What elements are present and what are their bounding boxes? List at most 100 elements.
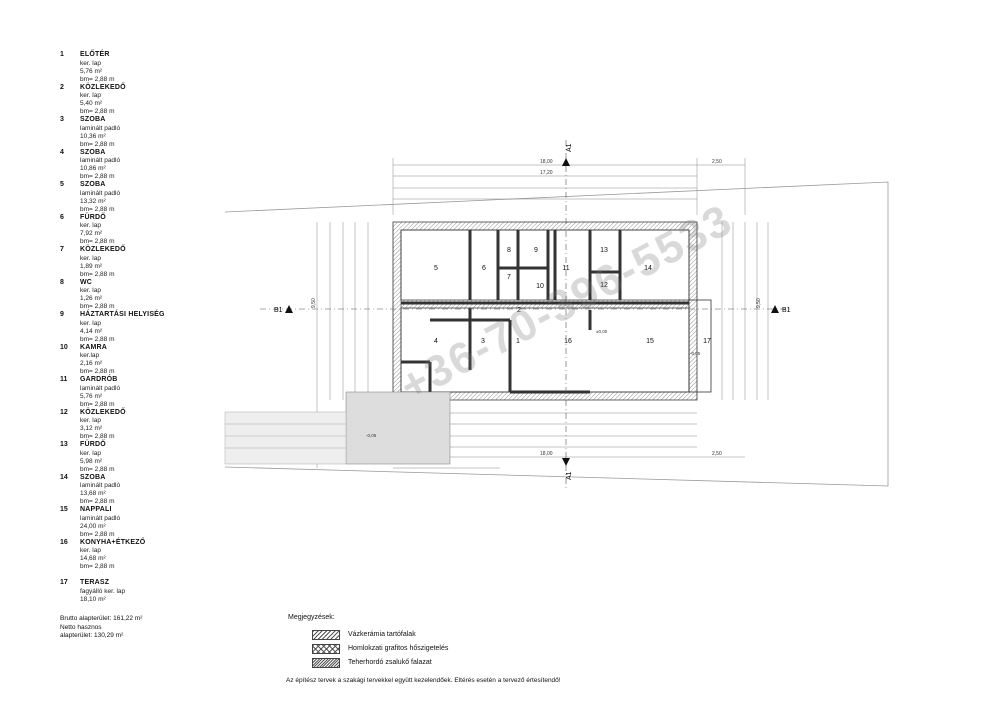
notes-title: Megjegyzések: xyxy=(288,614,335,621)
room-name: SZOBA xyxy=(80,148,106,156)
level-terrace-mark: -0,05 xyxy=(366,433,377,438)
room-number: 8 xyxy=(60,278,64,286)
room-numbers: 5 6 8 9 7 10 11 13 12 14 4 3 2 1 16 15 1… xyxy=(434,247,711,345)
room-floor: ker. lap xyxy=(80,222,101,229)
entry-platform xyxy=(224,391,451,465)
room-height: bm= 2,88 m xyxy=(80,173,115,180)
room-height: bm= 2,88 m xyxy=(80,238,115,245)
room-number-10: 10 xyxy=(536,283,544,290)
netto-area-value: alapterület: 130,29 m² xyxy=(60,632,124,639)
room-height: bm= 2,88 m xyxy=(80,433,115,440)
room-floor: ker. lap xyxy=(80,417,101,424)
room-area: 5,76 m² xyxy=(80,392,103,400)
room-floor: ker. lap xyxy=(80,287,101,294)
room-number: 16 xyxy=(60,538,68,546)
room-name: TERASZ xyxy=(80,579,110,586)
room-height: bm= 2,88 m xyxy=(80,108,115,115)
dimension-labels: 18,00 2,50 17,20 18,00 2,50 9,50 9,50 xyxy=(311,159,762,457)
room-name: SZOBA xyxy=(80,473,106,481)
room-floor: laminált padló xyxy=(80,482,121,489)
room-floor: laminált padló xyxy=(80,384,121,392)
section-arrow-icon xyxy=(285,305,293,313)
room-number-16: 16 xyxy=(564,338,572,345)
hatch-swatch-icon xyxy=(312,629,340,640)
room-area: 13,68 m² xyxy=(80,490,106,497)
room-floor: ker. lap xyxy=(80,59,101,67)
room-height: bm= 2,88 m xyxy=(80,563,115,570)
room-number: 14 xyxy=(60,473,68,481)
terrace-width-label: 2,50 xyxy=(712,159,722,165)
room-area: 14,68 m² xyxy=(80,555,106,562)
section-a-bottom-label: A1 xyxy=(566,471,573,480)
dimension-lines-top xyxy=(392,158,746,215)
room-name: FÜRDŐ xyxy=(80,213,106,221)
room-floor: ker. lap xyxy=(80,92,101,99)
room-area: 18,10 m² xyxy=(80,595,106,603)
building-walls xyxy=(392,221,712,401)
room-floor: laminált padló xyxy=(80,514,121,522)
room-height: bm= 2,88 m xyxy=(80,400,115,408)
room-number: 3 xyxy=(60,116,64,123)
room-height: bm= 2,88 m xyxy=(80,530,115,538)
room-floor: ker.lap xyxy=(80,352,100,359)
room-number: 12 xyxy=(60,408,68,416)
notes-legend: Megjegyzések: Vázkerámia tartófalak Homl… xyxy=(288,614,448,671)
room-number-3: 3 xyxy=(481,338,485,345)
section-arrow-icon xyxy=(771,305,779,313)
room-name: GARDRÓB xyxy=(80,376,118,383)
room-number: 2 xyxy=(60,83,64,91)
section-arrow-icon xyxy=(562,158,570,166)
room-area: 1,89 m² xyxy=(80,262,103,270)
room-area: 13,32 m² xyxy=(80,197,106,205)
room-floor: laminált padló xyxy=(80,189,121,197)
note-label: Teherhordó zsalukő falazat xyxy=(348,659,432,666)
room-number-2: 2 xyxy=(517,307,521,314)
room-height: bm= 2,88 m xyxy=(80,205,115,213)
dense-hatch-swatch-icon xyxy=(312,657,340,668)
level-mark: ±0,00 xyxy=(596,329,608,334)
room-area: 1,26 m² xyxy=(80,295,103,302)
room-height: bm= 2,88 m xyxy=(80,140,115,148)
room-height: bm= 2,88 m xyxy=(80,465,115,473)
section-markers: A1 A1 B1 B1 xyxy=(260,140,791,490)
room-name: HÁZTARTÁSI HELYISÉG xyxy=(80,311,165,318)
room-area: 5,40 m² xyxy=(80,100,103,107)
room-name: KAMRA xyxy=(80,343,108,351)
room-height: bm= 2,88 m xyxy=(80,335,115,343)
room-name: KÖZLEKEDŐ xyxy=(80,246,126,253)
brutto-area: Brutto alapterület: 161,22 m² xyxy=(60,615,143,622)
room-area: 4,14 m² xyxy=(80,327,103,335)
room-number: 15 xyxy=(60,506,68,513)
terrace-width-bottom-label: 2,50 xyxy=(712,451,722,457)
footnote: Az építész tervek a szakági tervekkel eg… xyxy=(286,677,561,684)
room-height: bm= 2,88 m xyxy=(80,270,115,278)
room-number-5: 5 xyxy=(434,265,438,272)
section-arrow-icon xyxy=(562,458,570,466)
room-area: 10,86 m² xyxy=(80,165,106,172)
room-floor: laminált padló xyxy=(80,124,121,132)
room-name: ELŐTÉR xyxy=(80,51,110,58)
room-number-15: 15 xyxy=(646,338,654,345)
room-height: bm= 2,88 m xyxy=(80,75,115,83)
level-out-mark: -0,05 xyxy=(690,351,701,356)
room-number-4: 4 xyxy=(434,338,438,345)
room-number: 11 xyxy=(60,376,68,383)
room-number-1: 1 xyxy=(516,338,520,345)
room-number-8: 8 xyxy=(507,247,511,254)
netto-area-label: Netto hasznos xyxy=(60,623,102,631)
level-marks: ±0,00 -0,05 -0,05 xyxy=(366,329,701,438)
room-number-12: 12 xyxy=(600,282,608,289)
note-item: Homlokzati grafitos hőszigetelés xyxy=(288,643,448,654)
section-b-left-label: B1 xyxy=(274,307,283,314)
